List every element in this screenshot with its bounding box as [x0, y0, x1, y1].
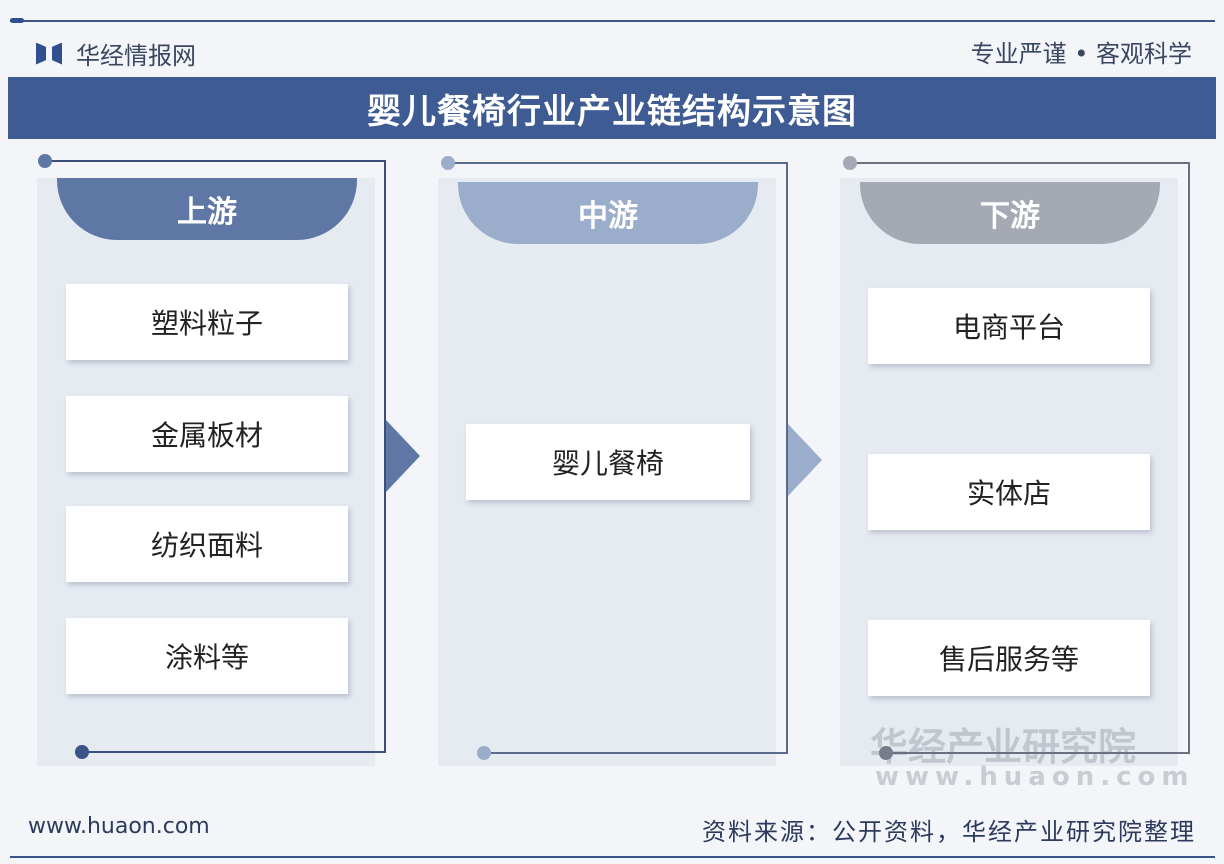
downstream-dot-start [843, 156, 857, 170]
upstream-dot-start [38, 154, 52, 168]
midstream-bracket-bottom [484, 752, 788, 754]
brand-logo: 华经情报网 [36, 36, 196, 71]
upstream-bracket-bottom [82, 751, 386, 753]
downstream-dot-end [879, 746, 893, 760]
upstream-item: 涂料等 [66, 618, 348, 694]
footer-source: 资料来源：公开资料，华经产业研究院整理 [702, 818, 1196, 846]
upstream-item: 纺织面料 [66, 506, 348, 582]
downstream-item: 售后服务等 [868, 620, 1150, 696]
book-logo-icon [36, 41, 62, 67]
midstream-dot-start [441, 156, 455, 170]
bottom-divider [10, 856, 1215, 858]
footer-website: www.huaon.com [28, 814, 210, 839]
upstream-item: 金属板材 [66, 396, 348, 472]
downstream-header: 下游 [860, 182, 1160, 244]
upstream-dot-end [75, 745, 89, 759]
upstream-header: 上游 [57, 178, 357, 240]
midstream-header: 中游 [458, 182, 758, 244]
downstream-bracket-bottom [886, 752, 1190, 754]
upstream-bracket-top [45, 160, 386, 162]
watermark-name: 华经产业研究院 [870, 725, 1137, 769]
arrow-right-icon [386, 420, 420, 492]
downstream-item: 实体店 [868, 454, 1150, 530]
arrow-right-icon [788, 424, 822, 496]
downstream-bracket-top [850, 162, 1190, 164]
midstream-item: 婴儿餐椅 [466, 424, 750, 500]
downstream-item: 电商平台 [868, 288, 1150, 364]
upstream-item: 塑料粒子 [66, 284, 348, 360]
page-title: 婴儿餐椅行业产业链结构示意图 [8, 77, 1216, 139]
midstream-bracket-side [786, 162, 788, 754]
watermark-url: www.huaon.com [875, 762, 1195, 792]
brand-name: 华经情报网 [76, 42, 196, 70]
downstream-bracket-side [1188, 162, 1190, 754]
upstream-bracket-side [384, 160, 386, 753]
slogan: 专业严谨 • 客观科学 [970, 40, 1192, 68]
midstream-bracket-top [448, 162, 788, 164]
midstream-dot-end [477, 746, 491, 760]
top-divider [10, 18, 1215, 23]
